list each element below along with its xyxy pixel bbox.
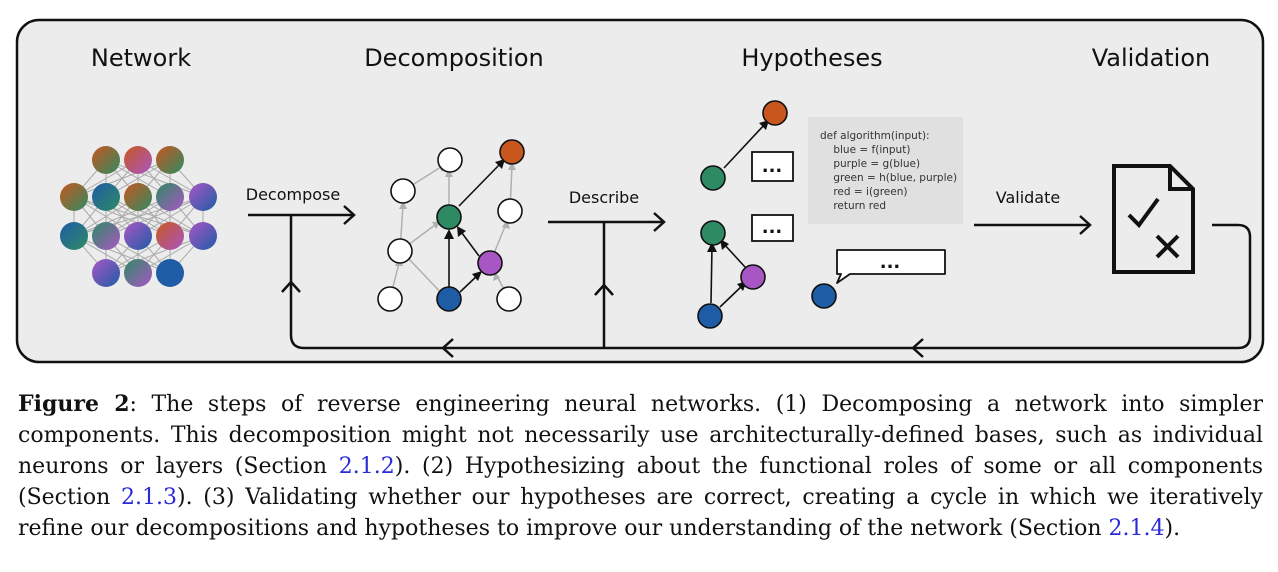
neuron bbox=[156, 222, 184, 250]
code-background bbox=[808, 117, 963, 224]
graph-node bbox=[377, 286, 403, 312]
graph-node bbox=[496, 286, 522, 312]
decomposition-nodes bbox=[377, 139, 525, 312]
section-link[interactable]: 2.1.4 bbox=[1108, 516, 1165, 541]
hyp-node-green bbox=[700, 220, 726, 246]
neuron bbox=[92, 259, 120, 287]
graph-node bbox=[387, 238, 413, 264]
section-link[interactable]: 2.1.3 bbox=[121, 485, 177, 510]
neuron bbox=[92, 183, 120, 211]
caption-text: ). (3) Validating whether our hypotheses… bbox=[18, 485, 1263, 541]
neuron bbox=[60, 222, 88, 250]
speech-bubble bbox=[751, 214, 794, 242]
stage-title-validation: Validation bbox=[1092, 44, 1211, 72]
hypothesis-bottom: ... bbox=[697, 214, 794, 329]
neuron bbox=[189, 183, 217, 211]
speech-ellipsis: ... bbox=[762, 217, 783, 238]
code-line: blue = f(input) bbox=[820, 144, 910, 156]
feedback-loop bbox=[281, 215, 1252, 358]
figure-caption: Figure 2: The steps of reverse engineeri… bbox=[18, 389, 1263, 544]
speech-bubble bbox=[836, 249, 946, 284]
validate-arrow bbox=[974, 215, 1092, 235]
hyp-node-blue bbox=[697, 303, 723, 329]
caption-text: : The steps of reverse engineering neura… bbox=[18, 392, 1263, 479]
graph-node bbox=[497, 198, 523, 224]
code-line: def algorithm(input): bbox=[820, 130, 930, 142]
stage-title-network: Network bbox=[91, 44, 191, 72]
code-line: green = h(blue, purple) bbox=[820, 172, 957, 184]
document-check-icon bbox=[1112, 164, 1195, 274]
hyp-node-green bbox=[700, 165, 726, 191]
code-line: return red bbox=[820, 200, 886, 212]
validate-label: Validate bbox=[996, 188, 1060, 207]
graph-node-blue bbox=[436, 286, 462, 312]
describe-label: Describe bbox=[569, 188, 639, 207]
code-block: def algorithm(input): blue = f(input) pu… bbox=[808, 117, 963, 224]
hyp-node-purple bbox=[740, 264, 766, 290]
stage-title-decomposition: Decomposition bbox=[364, 44, 544, 72]
neuron bbox=[156, 146, 184, 174]
neuron bbox=[156, 259, 184, 287]
diagram-canvas: Network Decomposition Hypotheses Validat… bbox=[15, 18, 1265, 364]
neuron bbox=[124, 146, 152, 174]
describe-arrow bbox=[548, 212, 666, 232]
neuron bbox=[156, 183, 184, 211]
decomposition-black-arrowheads bbox=[444, 159, 505, 281]
caption-label: Figure 2 bbox=[18, 391, 130, 417]
graph-node-green bbox=[436, 204, 462, 230]
section-link[interactable]: 2.1.2 bbox=[338, 454, 395, 479]
hyp-node-blue bbox=[811, 283, 837, 309]
speech-bubble bbox=[751, 151, 794, 182]
neuron bbox=[124, 222, 152, 250]
neuron bbox=[124, 183, 152, 211]
speech-ellipsis: ... bbox=[880, 252, 901, 273]
stage-title-hypotheses: Hypotheses bbox=[741, 44, 882, 72]
graph-node bbox=[437, 147, 463, 173]
hypothesis-blue-description: ... bbox=[811, 249, 946, 309]
neuron bbox=[92, 146, 120, 174]
code-line: purple = g(blue) bbox=[820, 158, 920, 170]
graph-node-orange bbox=[499, 139, 525, 165]
graph-node-purple bbox=[477, 250, 503, 276]
caption-text: ). bbox=[1164, 516, 1181, 541]
caption-text: ). (2) Hypothesizing about the functiona… bbox=[18, 454, 1263, 510]
hyp-node-orange bbox=[762, 100, 788, 126]
figure-diagram: Network Decomposition Hypotheses Validat… bbox=[15, 18, 1265, 364]
graph-node bbox=[390, 178, 416, 204]
decompose-arrow bbox=[248, 205, 356, 225]
neuron bbox=[92, 222, 120, 250]
speech-ellipsis: ... bbox=[762, 156, 783, 177]
diagram-panel bbox=[15, 18, 1265, 364]
decompose-label: Decompose bbox=[246, 185, 340, 204]
code-line: red = i(green) bbox=[820, 186, 907, 198]
network-neurons bbox=[60, 146, 217, 287]
hypothesis-top: ... bbox=[700, 100, 794, 191]
neuron bbox=[124, 259, 152, 287]
neuron bbox=[189, 222, 217, 250]
neuron bbox=[60, 183, 88, 211]
